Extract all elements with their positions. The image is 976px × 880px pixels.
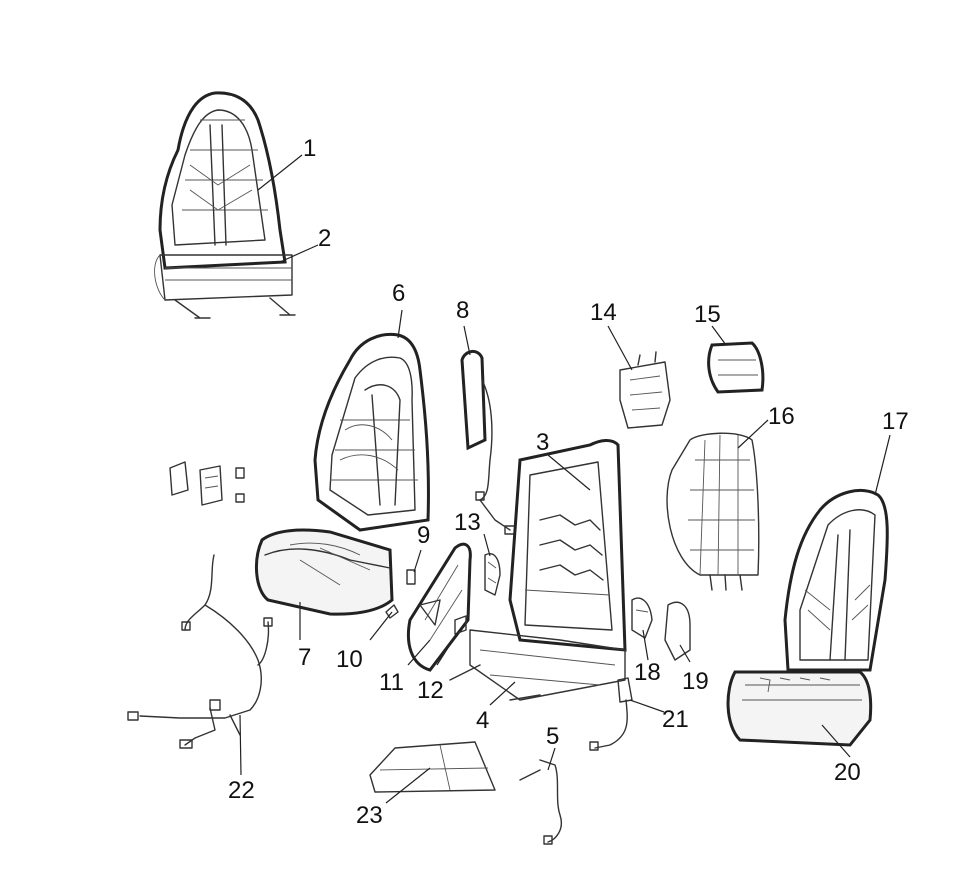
seat-base-cushion xyxy=(726,670,873,747)
callout-7: 7 xyxy=(298,644,311,671)
callout-labels: 1 2 3 4 5 6 7 8 9 10 11 12 13 14 15 16 1… xyxy=(228,135,909,829)
callout-23: 23 xyxy=(356,802,383,829)
side-shield xyxy=(406,542,472,672)
heater-mat xyxy=(369,741,496,793)
callout-6: 6 xyxy=(392,280,405,307)
callout-18: 18 xyxy=(634,659,661,686)
callout-5: 5 xyxy=(546,723,559,750)
headrest-bracket xyxy=(619,351,671,429)
wiring-harness xyxy=(127,554,273,749)
seat-back-cover xyxy=(313,332,430,532)
seat-frame xyxy=(449,439,627,701)
callout-9: 9 xyxy=(417,522,430,549)
callout-15: 15 xyxy=(694,301,721,328)
callout-19: 19 xyxy=(682,668,709,695)
callout-10: 10 xyxy=(336,646,363,673)
callout-4: 4 xyxy=(476,707,489,734)
seat-back-shell xyxy=(783,488,889,672)
side-trim-pieces xyxy=(169,461,245,506)
callout-3: 3 xyxy=(536,429,549,456)
callout-20: 20 xyxy=(834,759,861,786)
recliner-cover xyxy=(484,553,501,596)
callout-1: 1 xyxy=(303,135,316,162)
callout-17: 17 xyxy=(882,408,909,435)
right-side-small-parts xyxy=(589,597,691,751)
callout-13: 13 xyxy=(454,509,481,536)
callout-12: 12 xyxy=(417,677,444,704)
leader-lines xyxy=(239,154,891,804)
callout-21: 21 xyxy=(662,706,689,733)
assembled-seat xyxy=(154,91,296,319)
side-airbag xyxy=(460,350,516,535)
callout-2: 2 xyxy=(318,225,331,252)
callout-8: 8 xyxy=(456,297,469,324)
callout-22: 22 xyxy=(228,777,255,804)
back-panel xyxy=(666,432,760,591)
callout-11: 11 xyxy=(379,669,404,696)
seat-cushion xyxy=(255,528,394,616)
bolster-trim xyxy=(707,341,765,394)
adjuster-knob xyxy=(454,615,467,635)
callout-14: 14 xyxy=(590,299,617,326)
callout-16: 16 xyxy=(768,403,795,430)
sensor-wire xyxy=(519,759,562,845)
